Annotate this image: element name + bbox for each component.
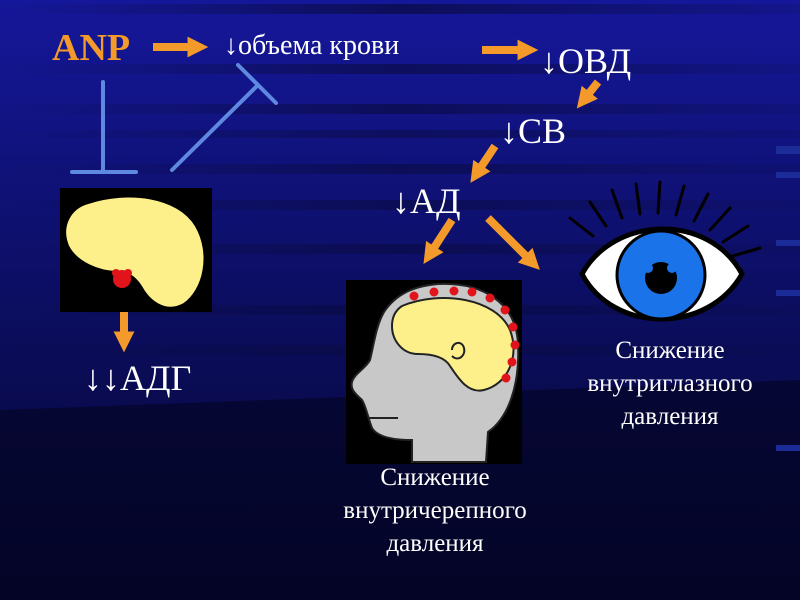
inhibition-lines [70,63,278,174]
cerebral-vessel-dots [409,286,520,383]
volume-feedback-line [170,83,260,172]
sv-label: ↓СВ [500,111,567,151]
hypothalamus-image [60,188,212,312]
intracranial-pressure-caption: Снижение внутричерепного давления [343,464,527,557]
eyelashes [568,180,762,258]
right-edge-dashes [776,146,800,451]
anp-label: ANP [52,27,131,69]
ovd-label: ↓ОВД [540,41,632,81]
orange-arrows [113,36,602,353]
adg-label: ↓↓АДГ [84,358,192,398]
arrow-ad-to-eye [485,215,540,270]
eye-image [568,180,762,322]
arrow-sv-to-ad [470,143,499,183]
arrow-ovd-to-sv [576,79,602,109]
intraocular-pressure-caption: Снижение внутриглазного давления [587,337,753,430]
ad-label: ↓АД [392,181,461,221]
head-image [346,280,522,464]
arrow-ad-to-head [423,217,456,264]
volume-inhibit-bar [236,63,278,105]
blood-volume-label: ↓объема крови [224,30,400,61]
